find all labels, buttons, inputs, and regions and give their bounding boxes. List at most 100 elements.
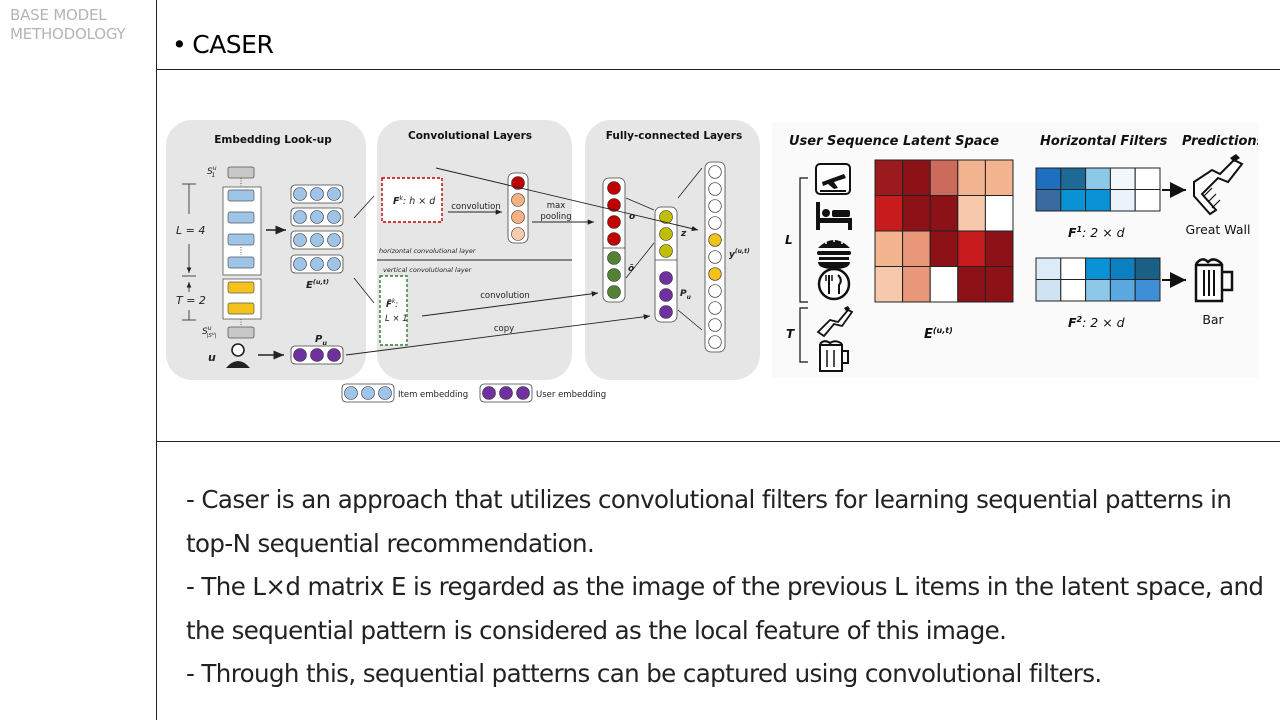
- filter-f2-cell: [1134, 279, 1161, 302]
- legend-user-dot: [482, 386, 496, 400]
- vertical-divider: [156, 0, 157, 720]
- otilde-dot: [607, 285, 621, 299]
- burger-icon: [817, 240, 851, 269]
- latent-cell: [984, 159, 1014, 196]
- prediction-great-wall: Great Wall: [1186, 222, 1251, 237]
- filter-f1-cell: [1134, 189, 1161, 212]
- f1-label: F1: 2 × d: [1068, 225, 1125, 240]
- pu-col-dot: [659, 288, 673, 302]
- maxpool-label1: max: [547, 201, 566, 211]
- t-item: [227, 281, 255, 294]
- bed-icon: [816, 202, 852, 230]
- otilde-label: õ: [628, 264, 634, 274]
- great-wall-prediction-icon: [1193, 154, 1244, 216]
- y-label: y(u,t): [729, 248, 750, 260]
- filter-f2-cell: [1109, 257, 1136, 280]
- maxpool-label2: pooling: [540, 212, 571, 222]
- right-t-label: T: [786, 327, 795, 341]
- latent-cell: [874, 159, 904, 196]
- filter-f1: [1035, 167, 1161, 212]
- f2-label: F2: 2 × d: [1068, 315, 1125, 330]
- fvk-filter: [379, 275, 408, 346]
- great-wall-icon: [816, 306, 854, 338]
- filter-f2-cell: [1060, 257, 1087, 280]
- filter-f1-cell: [1035, 167, 1062, 190]
- conv-output-dot: [511, 193, 525, 207]
- filter-f2-cell: [1035, 279, 1062, 302]
- prediction-bar: Bar: [1202, 312, 1224, 327]
- pu-dot: [310, 348, 324, 362]
- l-item: [227, 189, 255, 202]
- latent-cell: [902, 230, 931, 267]
- right-e-label: E(u,t): [924, 326, 953, 342]
- header-user-sequence: User Sequence: [789, 134, 899, 149]
- fvk-dim: L × 1: [385, 314, 408, 324]
- legend-item-label: Item embedding: [398, 390, 468, 400]
- figure-divider: [156, 441, 1280, 442]
- pu-label: Pu: [315, 334, 327, 347]
- o-dot: [607, 181, 621, 195]
- t-brace: [799, 307, 808, 363]
- fk-filter: [381, 177, 443, 223]
- latent-cell: [929, 230, 959, 267]
- legend-user-dot: [516, 386, 530, 400]
- header-horizontal-filters: Horizontal Filters: [1040, 134, 1168, 149]
- conv2-arrow: [421, 291, 599, 317]
- filter-f2-cell: [1109, 279, 1136, 302]
- legend-item-dot: [378, 386, 392, 400]
- fc-panel-title: Fully-connected Layers: [606, 130, 742, 142]
- user-u-label: u: [208, 351, 216, 364]
- legend-item-dot: [361, 386, 375, 400]
- body-line-3: - The L×d matrix E is regarded as the im…: [186, 572, 1264, 601]
- latent-cell: [957, 195, 986, 232]
- header-predictions: Predictions: [1182, 134, 1258, 149]
- z-dot: [659, 244, 673, 258]
- hconv-label: horizontal convolutional layer: [379, 247, 477, 255]
- title-divider: [156, 69, 1280, 70]
- copy-label: copy: [494, 324, 514, 334]
- body-text: - Caser is an approach that utilizes con…: [186, 478, 1266, 696]
- l-equals-4: L = 4: [176, 224, 205, 237]
- filter-f2-cell: [1060, 279, 1087, 302]
- pu-dot: [327, 348, 341, 362]
- latent-cell: [874, 266, 904, 303]
- latent-cell: [957, 159, 986, 196]
- pu2-label: Pu: [680, 289, 692, 301]
- beer-icon: [819, 340, 849, 372]
- filter-f1-cell: [1109, 189, 1136, 212]
- filter-f1-cell: [1035, 189, 1062, 212]
- z-to-y-line: [677, 167, 703, 199]
- z-dot: [659, 227, 673, 241]
- conv-output-dot: [511, 227, 525, 241]
- z-to-y-line: [677, 309, 703, 331]
- caser-architecture-diagram: Embedding Look-up Convolutional Layers F…: [166, 120, 760, 403]
- o-to-z-line: [625, 197, 655, 211]
- body-line-1: - Caser is an approach that utilizes con…: [186, 485, 1232, 514]
- fvk-label: F̃k:: [386, 298, 398, 310]
- conv1-label: convolution: [451, 202, 501, 212]
- slast-label: Su|Su|: [202, 325, 217, 339]
- latent-cell: [929, 195, 959, 232]
- conv-panel-title: Convolutional Layers: [408, 130, 532, 142]
- latent-cell: [902, 159, 931, 196]
- user-icon: [226, 343, 250, 368]
- o-dot: [607, 232, 621, 246]
- copy-arrow: [345, 314, 651, 356]
- horizontal-filter-diagram: User Sequence Latent Space Horizontal Fi…: [772, 122, 1258, 378]
- latent-cell: [929, 159, 959, 196]
- otilde-dot: [607, 268, 621, 282]
- filter-f2-cell: [1085, 257, 1111, 280]
- conv-output: [507, 172, 529, 244]
- latent-cell: [902, 266, 931, 303]
- o-dot: [607, 215, 621, 229]
- pu-dot: [293, 348, 307, 362]
- legend-item-dot: [344, 386, 358, 400]
- e-to-fk-line: [353, 195, 375, 219]
- fk-to-output-arrow: [435, 167, 699, 232]
- l-item: [227, 233, 255, 246]
- section-label-line2: METHODOLOGY: [10, 25, 126, 43]
- filter-f2-cell: [1035, 257, 1062, 280]
- e-to-fvk-line: [353, 277, 375, 304]
- title-text: CASER: [192, 30, 274, 59]
- bar-prediction-icon: [1194, 258, 1234, 303]
